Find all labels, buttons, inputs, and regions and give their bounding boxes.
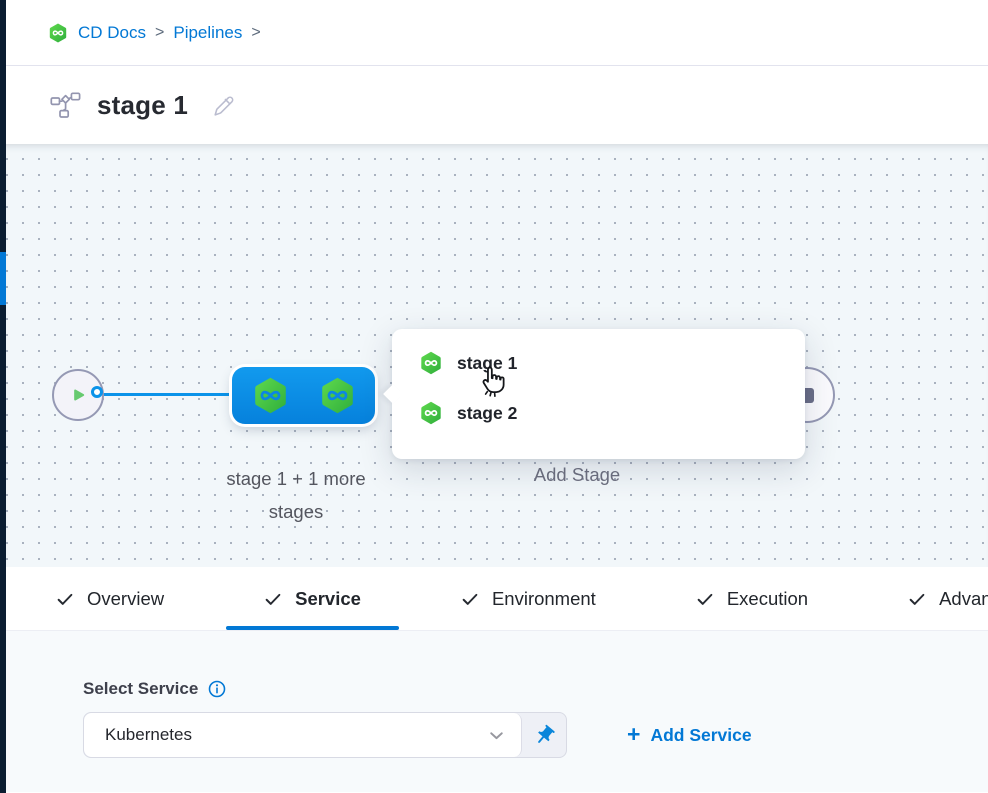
- breadcrumb-separator: >: [251, 23, 261, 41]
- service-select-group: Kubernetes: [83, 712, 567, 758]
- breadcrumb-bar: CD Docs > Pipelines >: [6, 0, 988, 66]
- harness-stage-icon: [421, 401, 441, 425]
- edge-start-to-stages: [102, 393, 242, 396]
- chevron-down-icon: [490, 731, 503, 739]
- add-service-label: Add Service: [650, 724, 752, 745]
- pushpin-icon: [537, 724, 555, 743]
- stage-list-popup: stage 1 stage 2: [383, 329, 805, 459]
- harness-stage-icon: [254, 377, 286, 414]
- harness-project-icon: [47, 22, 69, 44]
- tab-advanced[interactable]: Advanced: [868, 567, 988, 630]
- stages-diagram-icon: [50, 91, 81, 119]
- tab-label: Environment: [491, 587, 596, 609]
- breadcrumb-link-pipelines[interactable]: Pipelines: [173, 22, 243, 42]
- page-title: stage 1: [97, 89, 189, 120]
- active-tab-underline: [226, 625, 399, 630]
- select-service-label: Select Service: [83, 679, 199, 698]
- tab-service[interactable]: Service: [224, 567, 401, 630]
- left-nav-strip: [0, 0, 6, 793]
- tab-overview[interactable]: Overview: [16, 567, 204, 630]
- service-select-row: Kubernetes + Add Service: [83, 712, 988, 758]
- pipeline-canvas[interactable]: stage 1 + 1 more stages Add Stage stage …: [6, 144, 988, 567]
- popup-item-stage-1[interactable]: stage 1: [418, 350, 779, 376]
- service-select[interactable]: Kubernetes: [84, 713, 522, 757]
- breadcrumb-link-project[interactable]: CD Docs: [78, 22, 147, 42]
- select-service-label-row: Select Service: [83, 679, 988, 699]
- tab-label: Execution: [726, 587, 809, 609]
- stage-group-node[interactable]: [232, 367, 375, 424]
- stage-config-tabs: Overview Service Environment Execution A…: [6, 567, 988, 631]
- add-stage-label[interactable]: Add Stage: [533, 464, 621, 485]
- check-icon: [697, 593, 713, 605]
- harness-stage-icon: [321, 377, 353, 414]
- popup-tail: [383, 384, 403, 404]
- popup-item-label: stage 2: [457, 402, 518, 423]
- play-icon: [74, 389, 85, 401]
- tab-label: Overview: [87, 587, 165, 609]
- tab-label: Advanced: [939, 587, 988, 609]
- popup-item-label: stage 1: [457, 352, 518, 373]
- breadcrumb-separator: >: [155, 23, 165, 41]
- add-service-button[interactable]: + Add Service: [627, 720, 752, 747]
- info-icon[interactable]: [207, 679, 227, 699]
- tab-environment[interactable]: Environment: [421, 567, 636, 630]
- start-node-out-port[interactable]: [91, 386, 103, 398]
- main-content: CD Docs > Pipelines > stage 1: [6, 0, 988, 793]
- service-select-value: Kubernetes: [105, 725, 192, 744]
- plus-icon: +: [627, 720, 641, 747]
- tab-label: Service: [295, 587, 361, 609]
- check-icon: [462, 593, 478, 605]
- service-config-panel: Select Service Kubernetes: [6, 631, 988, 792]
- check-icon: [909, 593, 925, 605]
- tab-execution[interactable]: Execution: [656, 567, 848, 630]
- left-nav-active-indicator[interactable]: [0, 252, 6, 305]
- breadcrumb: CD Docs > Pipelines >: [47, 22, 261, 44]
- check-icon: [265, 593, 281, 605]
- popup-item-stage-2[interactable]: stage 2: [418, 400, 779, 426]
- pin-service-button[interactable]: [522, 713, 566, 757]
- stage-title-bar: stage 1: [6, 66, 988, 144]
- edit-pencil-icon[interactable]: [210, 93, 235, 118]
- harness-stage-icon: [421, 351, 441, 375]
- check-icon: [57, 593, 73, 605]
- stage-group-label: stage 1 + 1 more stages: [226, 468, 366, 522]
